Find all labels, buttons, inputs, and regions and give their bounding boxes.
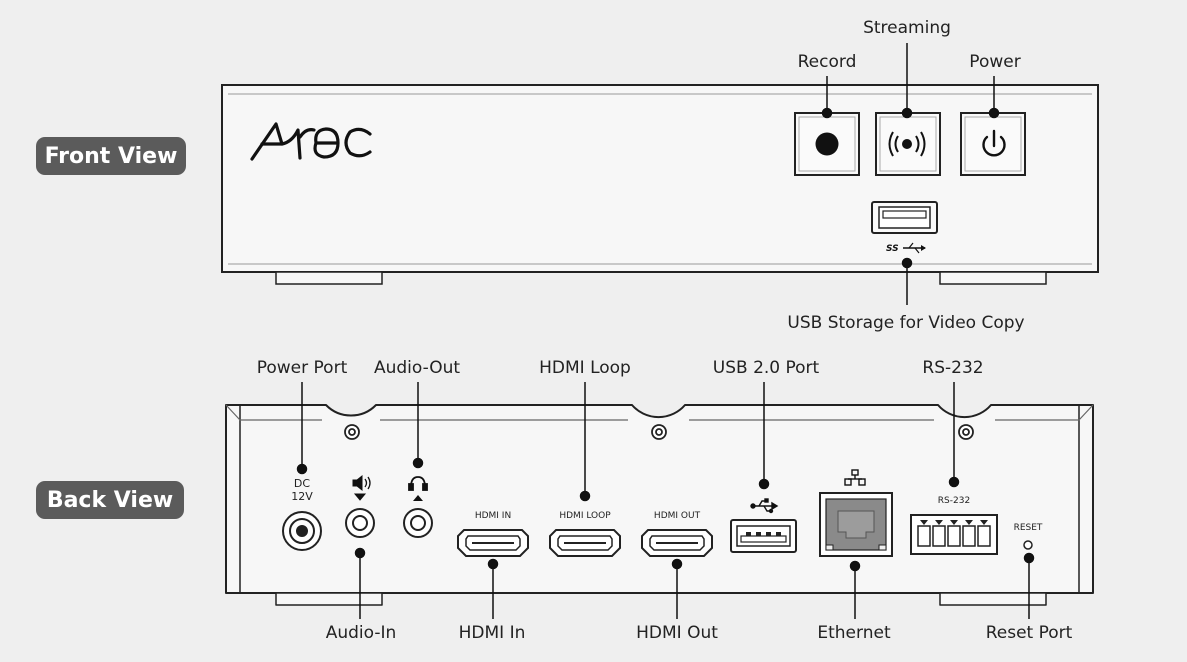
dc-print: DC bbox=[294, 477, 310, 490]
brand-logo bbox=[250, 122, 372, 161]
front-device bbox=[221, 84, 1099, 285]
usb-2-port[interactable] bbox=[730, 519, 797, 553]
front-foot-right bbox=[939, 271, 1047, 285]
audio-out-jack[interactable] bbox=[403, 508, 433, 538]
front-foot-left bbox=[275, 271, 383, 285]
mount-screws bbox=[344, 424, 974, 440]
hdmi-out-print: HDMI OUT bbox=[654, 511, 701, 521]
dc-power-jack[interactable] bbox=[282, 511, 322, 551]
reset-print: RESET bbox=[1014, 523, 1043, 533]
record-button[interactable] bbox=[794, 112, 860, 176]
record-label: Record bbox=[798, 52, 857, 72]
network-icon bbox=[844, 469, 866, 486]
audio-in-label: Audio-In bbox=[326, 623, 397, 643]
broadcast-icon bbox=[888, 131, 926, 157]
power-label: Power bbox=[969, 52, 1020, 72]
power-port-label: Power Port bbox=[257, 358, 348, 378]
audio-in-jack[interactable] bbox=[345, 508, 375, 538]
usb2-label: USB 2.0 Port bbox=[713, 358, 820, 378]
reset-port-label: Reset Port bbox=[986, 623, 1073, 643]
power-button[interactable] bbox=[960, 112, 1026, 176]
hdmi-out-label: HDMI Out bbox=[636, 623, 718, 643]
ethernet-port[interactable] bbox=[819, 492, 893, 557]
dc-voltage-print: 12V bbox=[291, 490, 313, 503]
front-leaders bbox=[821, 43, 1000, 305]
reset-pinhole[interactable] bbox=[1023, 540, 1033, 550]
rs232-label: RS-232 bbox=[922, 358, 983, 378]
audio-out-label: Audio-Out bbox=[374, 358, 460, 378]
rs232-terminal[interactable] bbox=[910, 514, 998, 555]
back-foot-left bbox=[275, 592, 383, 606]
ethernet-label: Ethernet bbox=[817, 623, 891, 643]
speaker-icon bbox=[352, 474, 371, 501]
hdmi-loop-port[interactable] bbox=[549, 529, 621, 557]
record-dot-icon bbox=[815, 132, 839, 156]
streaming-button[interactable] bbox=[875, 112, 941, 176]
power-icon bbox=[982, 129, 1006, 157]
rs232-print: RS-232 bbox=[938, 496, 970, 506]
usb-storage-port[interactable] bbox=[871, 201, 938, 234]
hdmi-loop-label: HDMI Loop bbox=[539, 358, 631, 378]
front-view-badge: Front View bbox=[36, 137, 186, 175]
hdmi-out-port[interactable] bbox=[641, 529, 713, 557]
hdmi-in-print: HDMI IN bbox=[475, 511, 511, 521]
ss-mark: SS bbox=[886, 244, 899, 254]
headphones-icon bbox=[408, 476, 428, 501]
usb-ss-icon: SS bbox=[886, 242, 926, 254]
hdmi-loop-print: HDMI LOOP bbox=[559, 511, 611, 521]
back-foot-right bbox=[939, 592, 1047, 606]
back-view-badge: Back View bbox=[36, 481, 184, 519]
hdmi-in-port[interactable] bbox=[457, 529, 529, 557]
back-leaders bbox=[296, 382, 1035, 619]
usb-icon bbox=[750, 498, 779, 514]
hdmi-in-label: HDMI In bbox=[459, 623, 526, 643]
streaming-label: Streaming bbox=[863, 18, 951, 38]
usb-storage-label: USB Storage for Video Copy bbox=[787, 313, 1024, 333]
